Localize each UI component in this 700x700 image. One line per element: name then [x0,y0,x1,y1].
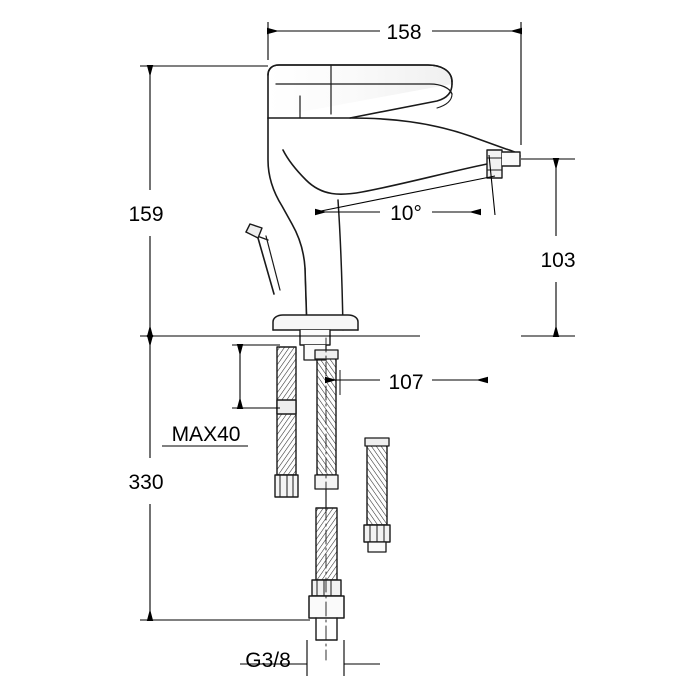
dim-hose-length [140,335,310,621]
label-max-thickness: MAX40 [172,423,241,446]
dim-spout-height [521,158,575,337]
lever-handle [299,64,332,119]
pop-up-rod [245,223,281,295]
label-thread: G3/8 [245,649,291,672]
spout-upper-arm [267,64,453,119]
label-spout-height: 103 [540,249,575,272]
flexible-hose-right [363,437,391,553]
dim-width-top [267,22,522,145]
dim-reach [325,370,488,395]
label-width-top: 158 [386,21,421,44]
dim-angle [315,154,496,216]
flexible-hose-centre [308,349,345,641]
dimension-labels: 158 159 10° 103 107 MAX40 330 G3/8 [128,21,575,672]
dim-max-thickness [162,344,280,447]
dimension-lines [140,22,575,676]
base-collar [272,314,359,331]
spout-outlet [486,149,521,179]
faucet-illustration [245,64,521,661]
flexible-hose-left [274,346,299,498]
dim-thread [240,640,380,676]
label-reach: 107 [388,371,423,394]
dim-height-total [140,65,420,337]
label-height-total: 159 [128,203,163,226]
label-angle: 10° [390,202,422,225]
label-hose-length: 330 [128,471,163,494]
